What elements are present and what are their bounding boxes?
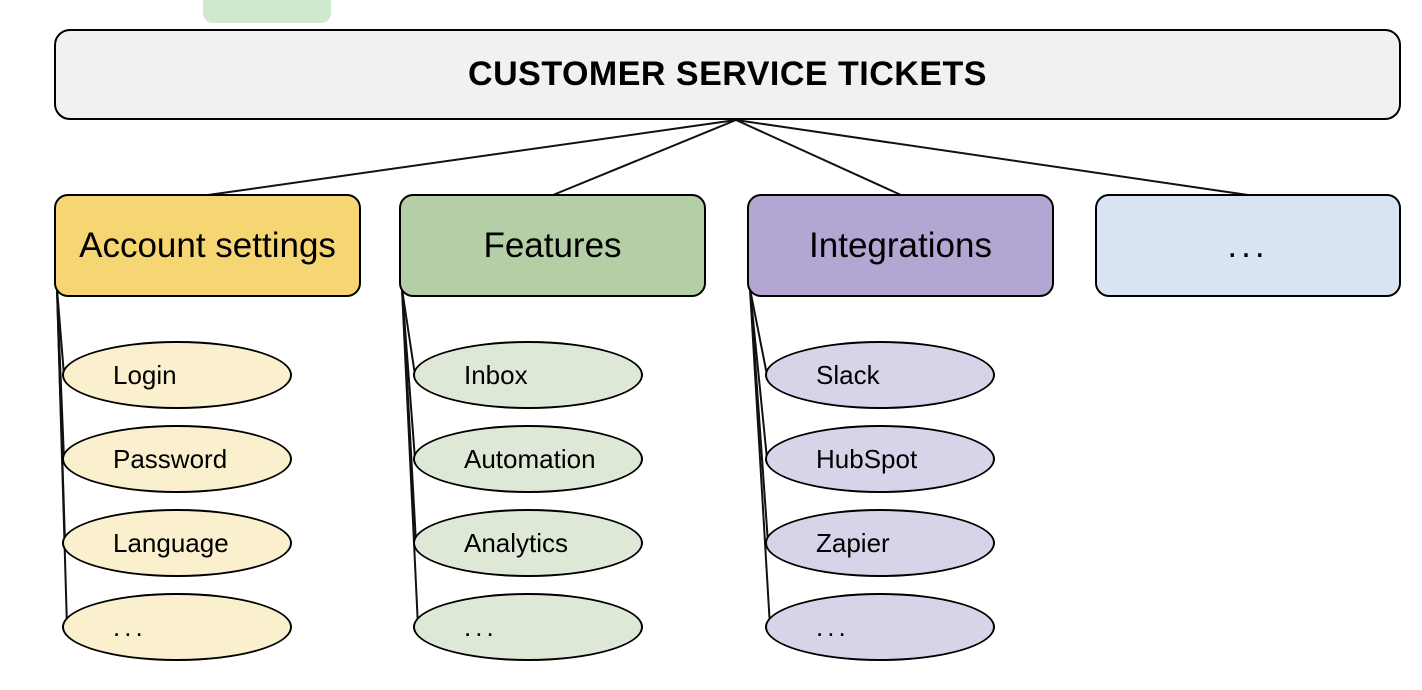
leaf-node-password: Password <box>62 425 292 493</box>
leaf-label-features-more: ... <box>464 611 498 642</box>
leaf-label-analytics: Analytics <box>464 527 569 558</box>
partial-offscreen-shape <box>203 0 331 23</box>
leaf-label-account-more: ... <box>113 611 147 642</box>
leaf-node-account-more: ... <box>62 593 292 661</box>
leaf-label-integrations-more: ... <box>816 611 850 642</box>
leaf-node-features-more: ... <box>413 593 643 661</box>
leaf-label-language: Language <box>113 527 229 558</box>
branch-node-features: Features <box>399 194 706 297</box>
branch-node-more: ... <box>1095 194 1401 297</box>
branch-node-integrations: Integrations <box>747 194 1054 297</box>
branch-label-more: ... <box>1227 225 1269 265</box>
leaf-node-login: Login <box>62 341 292 409</box>
leaf-label-slack: Slack <box>816 359 880 390</box>
leaf-node-analytics: Analytics <box>413 509 643 577</box>
leaf-node-automation: Automation <box>413 425 643 493</box>
branch-label-features: Features <box>483 225 622 265</box>
branch-label-integrations: Integrations <box>809 225 992 265</box>
leaf-node-hubspot: HubSpot <box>765 425 995 493</box>
leaf-node-slack: Slack <box>765 341 995 409</box>
leaf-node-language: Language <box>62 509 292 577</box>
leaf-label-inbox: Inbox <box>464 359 528 390</box>
leaf-node-inbox: Inbox <box>413 341 643 409</box>
leaf-node-zapier: Zapier <box>765 509 995 577</box>
leaf-label-password: Password <box>113 443 228 474</box>
root-node-label: CUSTOMER SERVICE TICKETS <box>468 55 987 93</box>
leaf-label-hubspot: HubSpot <box>816 443 918 474</box>
leaf-label-login: Login <box>113 359 177 390</box>
root-node: CUSTOMER SERVICE TICKETS <box>54 29 1401 120</box>
leaf-node-integrations-more: ... <box>765 593 995 661</box>
branch-label-account-settings: Account settings <box>79 225 336 265</box>
leaf-label-automation: Automation <box>464 443 596 474</box>
branch-node-account-settings: Account settings <box>54 194 361 297</box>
leaf-label-zapier: Zapier <box>816 527 890 558</box>
